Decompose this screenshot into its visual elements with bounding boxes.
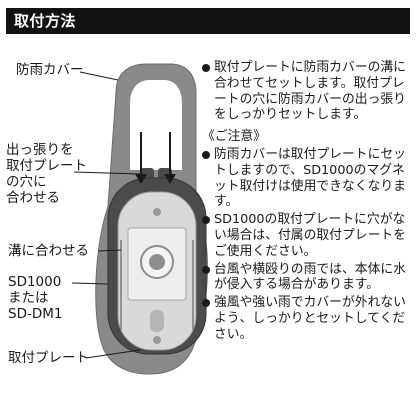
screw-hole bbox=[153, 208, 161, 216]
label-groove: 溝に合わせる bbox=[8, 243, 89, 259]
label-line: SD-DM1 bbox=[8, 306, 63, 322]
instruction-column: 取付プレートに防雨カバーの溝に合わせてセットします。取付プレートの穴に防雨カバー… bbox=[202, 60, 414, 345]
label-line: 出っ張りを bbox=[6, 142, 74, 158]
label-model: SD1000 または SD-DM1 bbox=[8, 274, 62, 322]
notice-item: 台風や横殴りの雨では、本体に水が侵入する場合があります。 bbox=[202, 262, 414, 294]
notice-item: 強風や強い雨でカバーが外れないよう、しっかりとセットしてください。 bbox=[202, 295, 414, 342]
bullet-dot bbox=[202, 265, 210, 274]
label-line: 取付プレート bbox=[6, 158, 87, 174]
bullet-dot bbox=[202, 150, 210, 159]
label-mount-plate: 取付プレート bbox=[8, 350, 89, 366]
screw-hole bbox=[153, 336, 161, 344]
insert-arrowhead-right bbox=[164, 174, 176, 184]
section-title: 取付方法 bbox=[14, 12, 77, 30]
leader-protrusion bbox=[73, 171, 141, 175]
plate-center-hole bbox=[149, 254, 165, 270]
leader-mount-plate bbox=[85, 349, 141, 359]
label-line: の穴に bbox=[6, 174, 47, 190]
header-bar bbox=[6, 8, 410, 34]
label-protrusion: 出っ張りを 取付プレート の穴に 合わせる bbox=[6, 142, 87, 206]
notice-heading: 《ご注意》 bbox=[202, 129, 266, 145]
notice-item: SD1000の取付プレートに穴がない場合は、付属の取付プレートをご使用ください。 bbox=[202, 212, 414, 259]
label-line: または bbox=[8, 290, 49, 306]
insert-arrowhead-left bbox=[135, 174, 147, 184]
bullet-dot bbox=[202, 216, 210, 225]
leader-groove bbox=[97, 249, 122, 252]
section-header: 取付方法 bbox=[0, 0, 416, 44]
label-line: 合わせる bbox=[6, 190, 60, 206]
hanger-opening bbox=[130, 80, 182, 170]
label-rain-cover: 防雨カバー bbox=[16, 62, 84, 78]
bullet-dot bbox=[202, 64, 210, 72]
label-line: SD1000 bbox=[8, 274, 62, 290]
plate-slot bbox=[150, 310, 164, 332]
notice-item: 防雨カバーは取付プレートにセットしますので、SD1000のマグネット取付けは使用… bbox=[202, 147, 414, 210]
leader-rain-cover bbox=[79, 71, 119, 81]
bullet-dot bbox=[202, 299, 210, 308]
leader-model bbox=[71, 282, 109, 285]
instruction-main: 取付プレートに防雨カバーの溝に合わせてセットします。取付プレートの穴に防雨カバー… bbox=[202, 60, 414, 123]
